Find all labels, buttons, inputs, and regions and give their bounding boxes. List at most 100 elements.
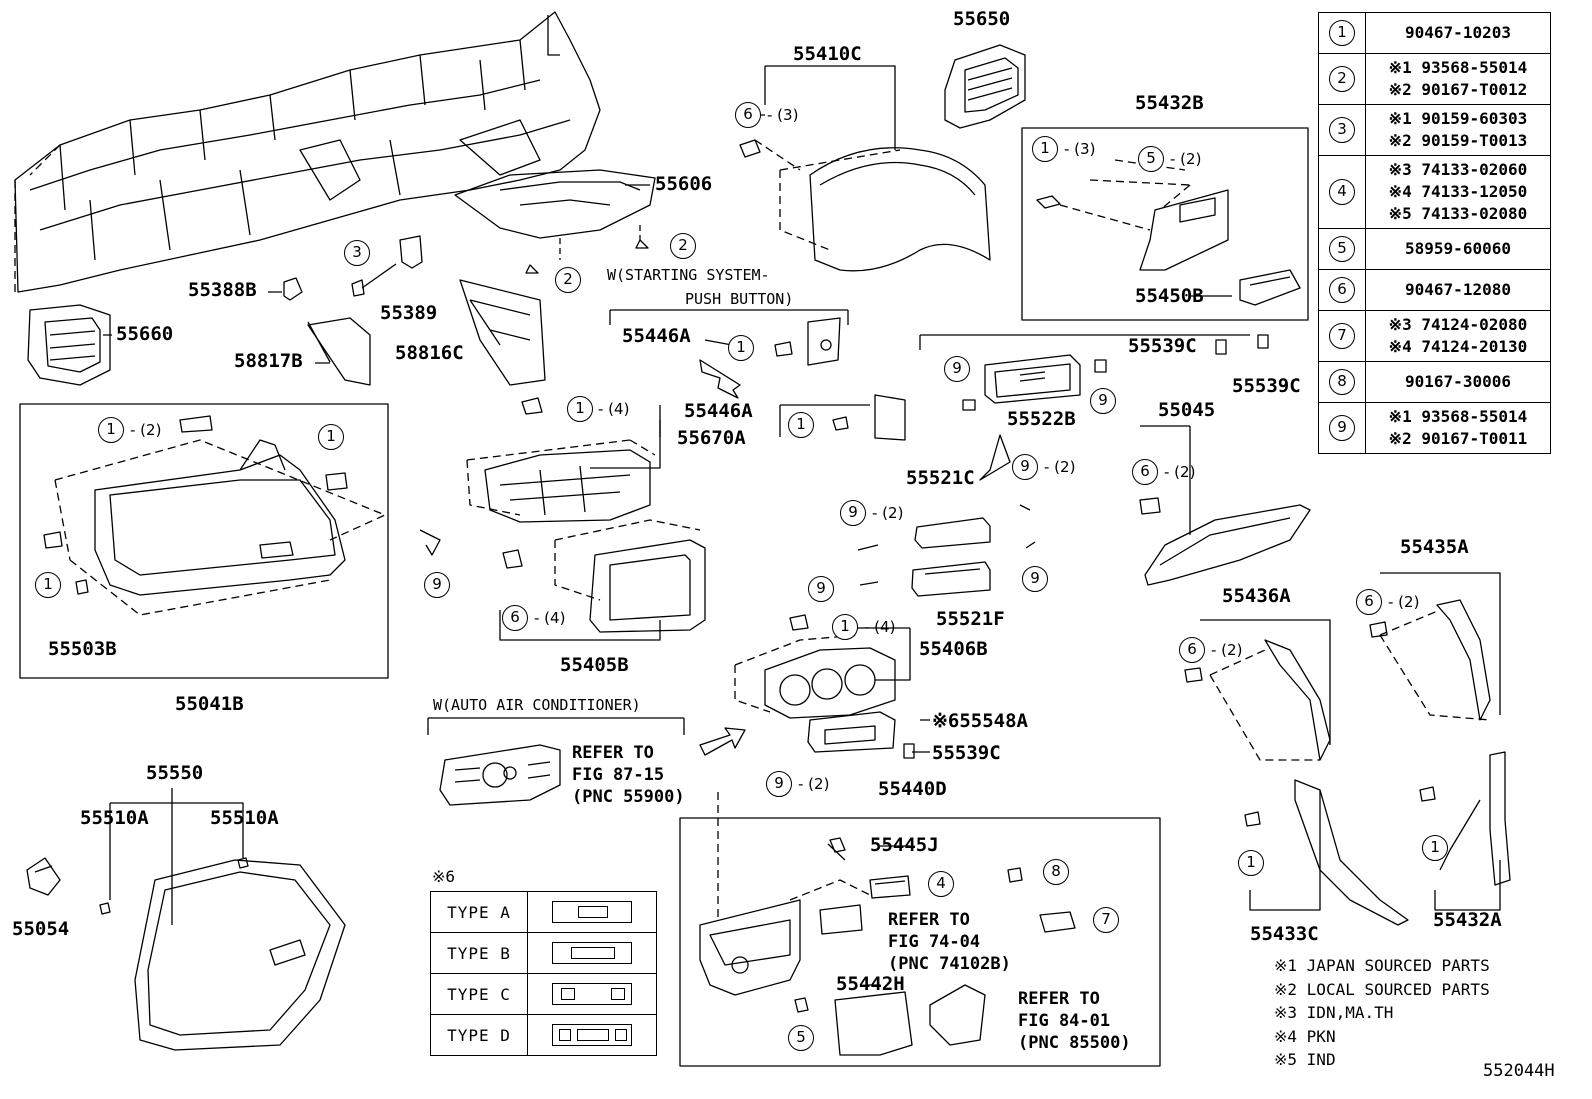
callout-9-second: 9	[1090, 388, 1116, 414]
side-trims-drawing	[1184, 572, 1511, 926]
legend-key-circle: 4	[1329, 179, 1355, 205]
switch-55446a-drawing	[609, 309, 849, 399]
glove-compartment-55550-drawing	[26, 788, 346, 1051]
part-label-55045: 55045	[1158, 399, 1216, 421]
legend-key-circle: 9	[1329, 415, 1355, 441]
legend-row: 9 ※1 93568-55014※2 90167-T0011	[1318, 402, 1551, 454]
callout-6: 6	[735, 102, 761, 128]
legend-value-cell: ※1 90159-60303※2 90159-T0013	[1365, 104, 1551, 156]
cover-55045-drawing	[1139, 425, 1311, 586]
type-row: TYPE A	[430, 891, 657, 933]
legend-part-number: 58959-60060	[1405, 239, 1511, 258]
covers-58817b-58816c-drawing	[307, 279, 546, 386]
part-number-55548a: 55548A	[959, 710, 1028, 732]
legend-key-cell: 3	[1318, 104, 1366, 156]
callout-9: 9	[944, 356, 970, 382]
type-table-mark: ※6	[432, 867, 456, 886]
console-55440d-box-drawing	[679, 792, 1161, 1067]
callout-6-55436a: 6	[1179, 637, 1205, 663]
legend-part-number: 90467-12080	[1405, 280, 1511, 299]
legend-key-circle: 7	[1329, 323, 1355, 349]
panel-55405b-drawing	[499, 519, 706, 641]
legend-key-cell: 1	[1318, 12, 1366, 54]
qty-label: - (4)	[534, 609, 566, 627]
leader-lines	[103, 114, 1232, 986]
part-label-55521c: 55521C	[906, 467, 975, 489]
switch-55446a-second-drawing	[779, 394, 906, 441]
legend-key-cell: 8	[1318, 361, 1366, 403]
condition-starting-system: W(STARTING SYSTEM-	[607, 266, 770, 284]
callout-8: 8	[1043, 859, 1069, 885]
part-label-55442h: 55442H	[836, 973, 905, 995]
callout-6-55045: 6	[1132, 459, 1158, 485]
glove-box-55041b-drawing	[19, 403, 441, 679]
mark-6: ※6	[932, 710, 960, 732]
part-label-55405b: 55405B	[560, 654, 629, 676]
legend-key-cell: 4	[1318, 155, 1366, 229]
callout-5: 5	[1138, 146, 1164, 172]
callout-9-55521f: 9	[808, 576, 834, 602]
condition-push-button: PUSH BUTTON)	[685, 290, 794, 308]
callout-1-glovebox-third: 1	[35, 572, 61, 598]
part-label-55650: 55650	[953, 8, 1011, 30]
meter-hood-55410c-drawing	[739, 65, 991, 272]
vent-55660-drawing	[27, 304, 111, 386]
type-picture	[527, 1014, 657, 1056]
type-label: TYPE B	[430, 932, 528, 974]
legend-key-circle: 8	[1329, 369, 1355, 395]
footnote-line: ※2 LOCAL SOURCED PARTS	[1274, 979, 1490, 999]
callout-9-55521c-second: 9	[840, 500, 866, 526]
part-label-55539c-second: 55539C	[1232, 375, 1301, 397]
part-label-55388b: 55388B	[188, 279, 257, 301]
legend-value-cell: 90467-12080	[1365, 269, 1551, 311]
part-label-58816c: 58816C	[395, 342, 464, 364]
callout-7: 7	[1093, 907, 1119, 933]
callout-1: 1	[1032, 136, 1058, 162]
legend-value-cell: ※1 93568-55014※2 90167-T0011	[1365, 402, 1551, 454]
legend-part-number: ※1 93568-55014	[1388, 58, 1528, 77]
callout-1-55406b: 1	[832, 614, 858, 640]
part-label-55539c: 55539C	[1128, 335, 1197, 357]
part-label-55446a-second: 55446A	[684, 400, 753, 422]
legend-part-number: ※2 90167-T0012	[1388, 80, 1528, 99]
callout-9-55440d: 9	[766, 771, 792, 797]
legend-value-cell: ※3 74133-02060※4 74133-12050※5 74133-020…	[1365, 155, 1551, 229]
qty-label: - (2)	[1164, 463, 1196, 481]
part-label-55389: 55389	[380, 302, 438, 324]
legend-key-circle: 2	[1329, 66, 1355, 92]
qty-label: - (2)	[1170, 150, 1202, 168]
legend-row: 4 ※3 74133-02060※4 74133-12050※5 74133-02…	[1318, 155, 1551, 229]
part-label-55522b: 55522B	[1007, 408, 1076, 430]
legend-key-cell: 7	[1318, 310, 1366, 362]
type-panel-shape	[552, 1024, 632, 1046]
qty-label: - (2)	[872, 504, 904, 522]
type-picture	[527, 891, 657, 933]
part-label-55445j: 55445J	[870, 834, 939, 856]
legend-row: 3※1 90159-60303※2 90159-T0013	[1318, 104, 1551, 156]
part-label-55432b: 55432B	[1135, 92, 1204, 114]
footnote-line: ※3 IDN,MA.TH	[1274, 1003, 1394, 1022]
footnotes: ※1 JAPAN SOURCED PARTS ※2 LOCAL SOURCED P…	[1274, 954, 1490, 1072]
dash-reinforcement-drawing	[14, 11, 601, 293]
bracket-55606-drawing	[454, 169, 656, 274]
type-panel-shape	[552, 901, 632, 923]
qty-label: - (3)	[767, 106, 799, 124]
condition-auto-ac: W(AUTO AIR CONDITIONER)	[433, 696, 641, 714]
part-label-55446a: 55446A	[622, 325, 691, 347]
qty-label: - (2)	[798, 775, 830, 793]
callout-4: 4	[928, 871, 954, 897]
legend-part-number: ※2 90159-T0013	[1388, 131, 1528, 150]
type-label: TYPE A	[430, 891, 528, 933]
qty-label: - (2)	[1044, 458, 1076, 476]
switch-55522b-drawing	[919, 334, 1250, 481]
part-label-55510a-second: 55510A	[210, 807, 279, 829]
legend-value-cell: 90167-30006	[1365, 361, 1551, 403]
footnote-line: ※1 JAPAN SOURCED PARTS	[1274, 956, 1490, 975]
bracket-55432b-group-drawing	[1021, 127, 1309, 321]
part-label-58817b: 58817B	[234, 350, 303, 372]
legend-value-cell: ※3 74124-02080※4 74124-20130	[1365, 310, 1551, 362]
legend-key-circle: 1	[1329, 20, 1355, 46]
